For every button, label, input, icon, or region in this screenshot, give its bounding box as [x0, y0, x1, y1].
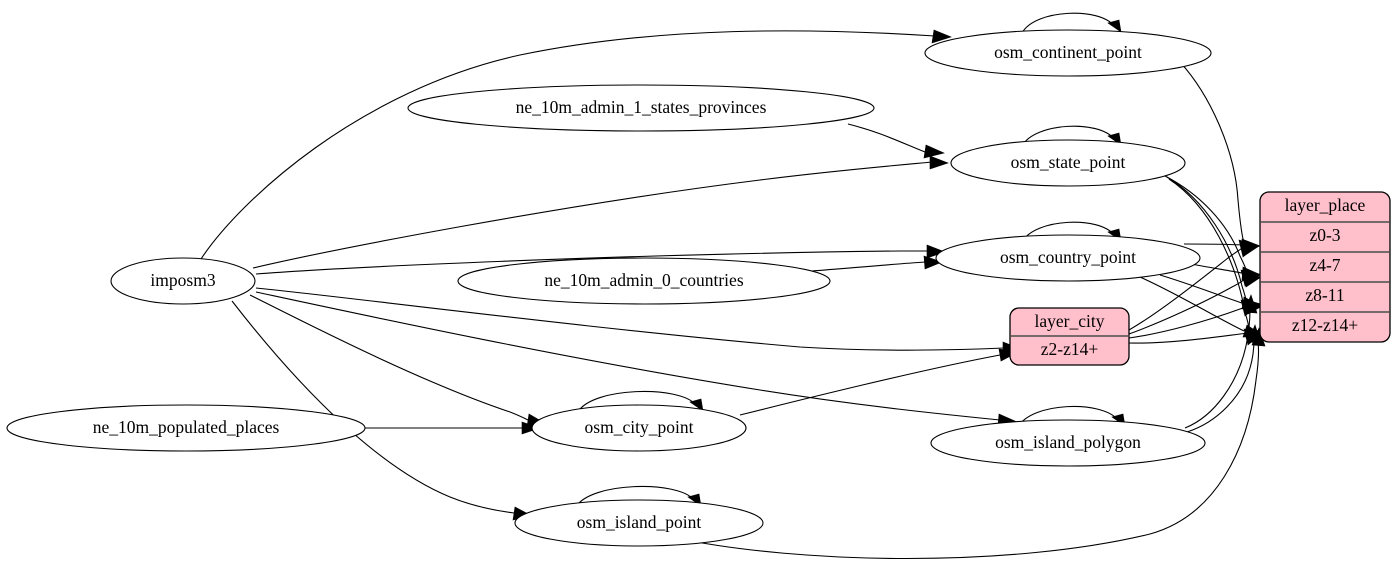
node-osm_island_point[interactable]: osm_island_point: [514, 499, 764, 547]
node-osm_country_point[interactable]: osm_country_point: [935, 234, 1201, 282]
node-label: osm_island_polygon: [995, 432, 1141, 452]
self-loop-osm_continent_point: [1021, 12, 1115, 34]
node-shape-ellipse: [531, 404, 747, 452]
node-shape-ellipse: [6, 404, 366, 452]
edge-imposm3-to-osm_state_point: [252, 161, 933, 269]
edge-layer: [200, 12, 1266, 560]
node-ne_10m_admin_0_countries[interactable]: ne_10m_admin_0_countries: [457, 257, 831, 305]
node-osm_state_point[interactable]: osm_state_point: [950, 139, 1186, 187]
edge-osm_city_point-to-layer_city: [739, 354, 1001, 416]
edge-osm_country_point-to-layer_place-z0-3: [1183, 243, 1243, 246]
record-row-z2-z14[interactable]: z2-z14+: [1041, 339, 1099, 359]
arrowhead: [923, 144, 945, 159]
node-shape-ellipse: [407, 84, 875, 132]
node-shape-ellipse: [924, 29, 1212, 77]
record-layer_place[interactable]: layer_place z0-3 z4-7 z8-11 z12-z14+: [1259, 191, 1391, 343]
record-box: [1259, 191, 1391, 343]
edge-osm_island_point-to-layer_place-z12-z14: [675, 341, 1260, 560]
node-label: ne_10m_admin_0_countries: [544, 270, 743, 290]
edge-osm_country_point-to-layer_place-z8-11: [1159, 274, 1243, 304]
arrowhead: [929, 155, 949, 170]
edge-ne_countries-to-osm_country_point: [811, 261, 926, 272]
node-shape-ellipse: [950, 139, 1186, 187]
arrowhead: [1240, 241, 1260, 257]
node-ne_10m_admin_1_states_provinces[interactable]: ne_10m_admin_1_states_provinces: [407, 84, 875, 132]
edge-imposm3-to-osm_island_polygon: [255, 291, 1001, 421]
edge-imposm3-to-osm_continent_point: [200, 30, 936, 260]
record-title: layer_city: [1035, 311, 1105, 331]
arrowhead: [923, 255, 943, 270]
node-osm_continent_point[interactable]: osm_continent_point: [924, 29, 1212, 77]
node-shape-ellipse: [930, 419, 1206, 467]
record-row-z4-7[interactable]: z4-7: [1309, 255, 1340, 275]
node-label: imposm3: [150, 270, 215, 290]
edge-imposm3-to-osm_city_point: [249, 294, 529, 421]
edge-osm_island_polygon-to-layer_place-z12-z14: [1186, 338, 1255, 433]
edge-osm_continent_point-to-layer_place-z0-3: [1179, 61, 1245, 244]
self-loop-osm_island_polygon: [1017, 405, 1119, 428]
record-row-z8-11[interactable]: z8-11: [1305, 285, 1344, 305]
node-shape-ellipse: [110, 257, 256, 305]
node-label: ne_10m_admin_1_states_provinces: [516, 97, 767, 117]
node-osm_island_polygon[interactable]: osm_island_polygon: [930, 419, 1206, 467]
edge-layer_city-to-layer_place-z0-3: [1128, 246, 1245, 331]
edge-osm_island_polygon-to-layer_place-z8-11: [1184, 308, 1251, 429]
arrowhead: [1107, 19, 1122, 33]
node-label: osm_city_point: [585, 417, 694, 437]
edge-layer_city-to-layer_place-z8-11: [1128, 304, 1251, 339]
arrowhead: [1242, 272, 1262, 288]
arrowhead: [931, 29, 952, 44]
arrowhead: [1243, 294, 1258, 314]
record-layer: layer_city z2-z14+ layer_place z0-3 z4-7…: [1009, 191, 1391, 366]
node-label: osm_country_point: [1000, 247, 1136, 267]
node-label: osm_state_point: [1011, 152, 1126, 172]
self-loop-osm_island_point: [575, 485, 695, 508]
node-shape-ellipse: [935, 234, 1201, 282]
edge-layer_city-to-layer_place-z4-7: [1128, 277, 1247, 335]
self-loop-osm_city_point: [577, 390, 697, 413]
node-label: ne_10m_populated_places: [93, 417, 280, 437]
arrowhead: [521, 421, 541, 435]
node-ne_10m_populated_places[interactable]: ne_10m_populated_places: [6, 404, 366, 452]
node-label: osm_continent_point: [994, 42, 1142, 62]
edge-imposm3-to-osm_country_point: [255, 250, 928, 275]
node-shape-ellipse: [514, 499, 764, 547]
edge-imposm3-to-osm_island_point: [231, 300, 515, 514]
edge-osm_state_point-to-layer_place-z8-11: [1166, 176, 1248, 303]
record-row-z0-3[interactable]: z0-3: [1309, 225, 1340, 245]
node-imposm3[interactable]: imposm3: [110, 257, 256, 305]
record-row-z12-z14[interactable]: z12-z14+: [1292, 315, 1358, 335]
node-osm_city_point[interactable]: osm_city_point: [531, 404, 747, 452]
node-label: osm_island_point: [577, 512, 702, 532]
record-layer_city[interactable]: layer_city z2-z14+: [1009, 307, 1130, 366]
edge-ne_states-to-osm_state_point: [847, 123, 926, 153]
node-layer: imposm3 ne_10m_admin_1_states_provinces …: [6, 29, 1212, 547]
record-title: layer_place: [1285, 195, 1366, 215]
edge-layer_city-to-layer_place-z12-z14: [1128, 332, 1249, 344]
self-loop-osm_country_point: [1021, 221, 1115, 243]
self-loop-osm_state_point: [1021, 125, 1115, 147]
arrowhead: [689, 398, 704, 412]
arrowhead: [926, 244, 946, 259]
node-shape-ellipse: [457, 257, 831, 305]
edge-imposm3-to-layer_city: [255, 287, 1005, 351]
